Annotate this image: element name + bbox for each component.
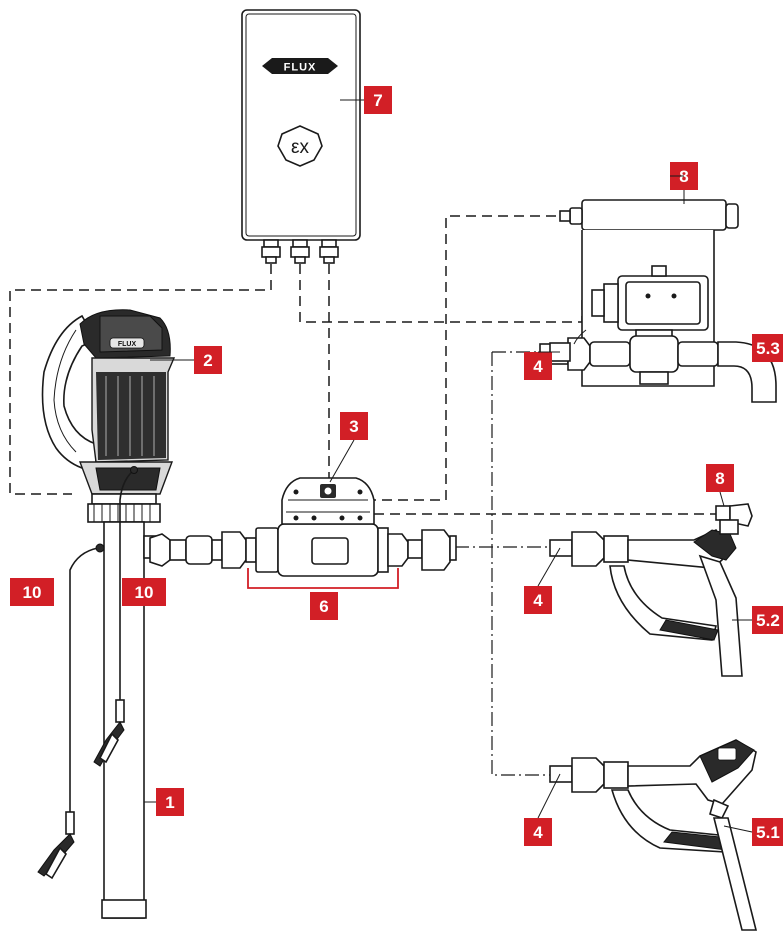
label-1: 1 bbox=[156, 788, 184, 816]
svg-text:4: 4 bbox=[533, 357, 543, 376]
ex-mark-icon: εx bbox=[277, 125, 323, 167]
label-10-right: 10 bbox=[122, 578, 166, 606]
label-6-bracket bbox=[247, 568, 399, 589]
svg-text:10: 10 bbox=[135, 583, 154, 602]
svg-text:1: 1 bbox=[165, 793, 174, 812]
valve-assembly bbox=[539, 199, 739, 387]
grounding-cable-right bbox=[93, 466, 138, 767]
svg-text:4: 4 bbox=[533, 823, 543, 842]
label-7: 7 bbox=[364, 86, 392, 114]
svg-text:5.3: 5.3 bbox=[756, 339, 780, 358]
svg-text:10: 10 bbox=[23, 583, 42, 602]
nozzle-automatic bbox=[549, 503, 753, 677]
nozzle-manual bbox=[549, 739, 758, 931]
label-5-1: 5.1 bbox=[752, 818, 783, 846]
svg-text:5.2: 5.2 bbox=[756, 611, 780, 630]
svg-text:4: 4 bbox=[533, 591, 543, 610]
inlet-fittings bbox=[149, 531, 257, 569]
leader-lines bbox=[144, 99, 753, 833]
label-10-left: 10 bbox=[10, 578, 54, 606]
flux-logo: FLUX bbox=[262, 58, 338, 74]
label-2: 2 bbox=[194, 346, 222, 374]
hose-connection-lines bbox=[455, 351, 550, 776]
svg-text:6: 6 bbox=[319, 597, 328, 616]
grounding-cable-left bbox=[37, 543, 105, 880]
cable-glands bbox=[261, 239, 339, 264]
label-4-top: 4 bbox=[524, 352, 552, 380]
label-6: 6 bbox=[310, 592, 338, 620]
label-8-nozzle: 8 bbox=[706, 464, 734, 492]
svg-text:5.1: 5.1 bbox=[756, 823, 780, 842]
svg-text:8: 8 bbox=[715, 469, 724, 488]
svg-text:3: 3 bbox=[349, 417, 358, 436]
motor-badge: FLUX bbox=[109, 337, 145, 349]
svg-text:7: 7 bbox=[373, 91, 382, 110]
svg-text:FLUX: FLUX bbox=[118, 341, 137, 348]
label-4-bottom: 4 bbox=[524, 818, 552, 846]
control-box: FLUX εx bbox=[241, 9, 361, 264]
meter-outlet-fitting bbox=[407, 529, 457, 571]
svg-text:2: 2 bbox=[203, 351, 212, 370]
flow-meter bbox=[255, 477, 409, 577]
pump-motor: FLUX bbox=[41, 309, 176, 495]
label-5-2: 5.2 bbox=[752, 606, 783, 634]
svg-text:FLUX: FLUX bbox=[284, 62, 317, 74]
label-4-middle: 4 bbox=[524, 586, 552, 614]
svg-text:εx: εx bbox=[291, 137, 309, 158]
label-3: 3 bbox=[340, 412, 368, 440]
label-5-3: 5.3 bbox=[752, 334, 783, 362]
